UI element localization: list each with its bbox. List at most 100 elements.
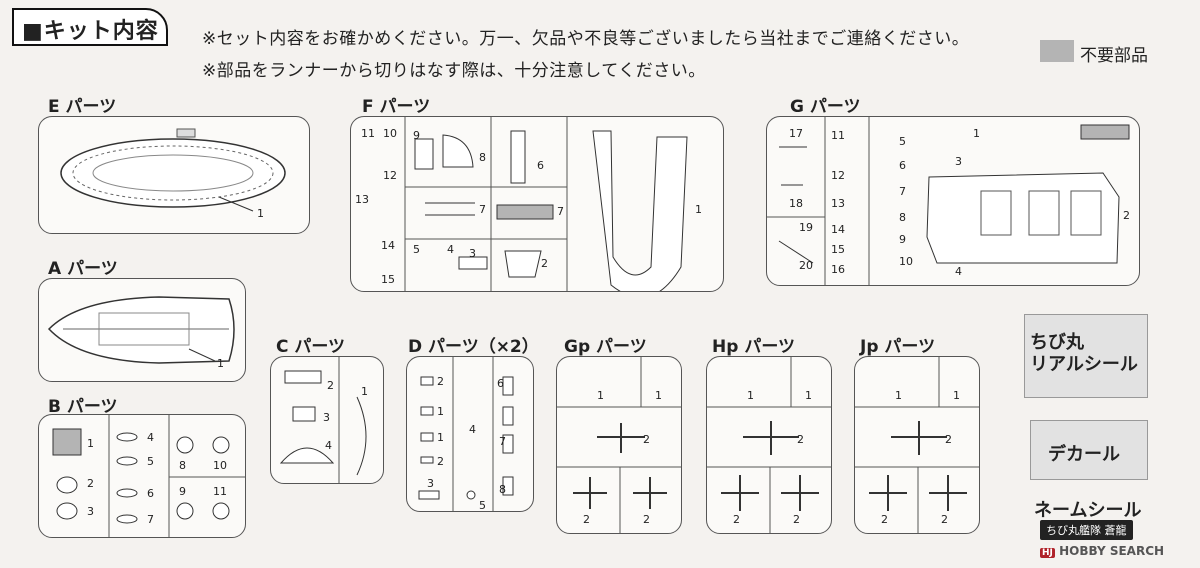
- f-part-number: 7: [557, 205, 564, 218]
- f-part-number: 11: [361, 127, 375, 140]
- b-part-number: 8: [179, 459, 186, 472]
- g-part-number: 15: [831, 243, 845, 256]
- f-part-number: 12: [383, 169, 397, 182]
- g-part-number: 2: [1123, 209, 1130, 222]
- f-part-number: 5: [413, 243, 420, 256]
- c-parts-drawing: [279, 357, 367, 483]
- g-parts-title: G パーツ: [790, 97, 861, 117]
- c-part-number: 3: [323, 411, 330, 424]
- b-part-number: 4: [147, 431, 154, 444]
- g-parts-drawing: [767, 117, 1130, 285]
- hp-parts-drawing: [707, 357, 831, 533]
- jp-parts-drawing: [855, 357, 979, 533]
- b-parts-drawing: [52, 415, 245, 537]
- f-parts-title: F パーツ: [362, 97, 431, 117]
- g-part-number: 13: [831, 197, 845, 210]
- g-part-number: 14: [831, 223, 845, 236]
- gp-parts-sheet: 1 1 2 2 2: [556, 356, 682, 534]
- gp-parts-title: Gp パーツ: [564, 337, 647, 357]
- b-part-number: 2: [87, 477, 94, 490]
- gp-part-number: 2: [643, 513, 650, 526]
- d-parts-title: D パーツ（×2）: [408, 337, 539, 357]
- jp-part-number: 2: [945, 433, 952, 446]
- f-part-number: 10: [383, 127, 397, 140]
- g-part-number: 7: [899, 185, 906, 198]
- g-part-number: 17: [789, 127, 803, 140]
- gp-part-number: 1: [655, 389, 662, 402]
- c-parts-sheet: 2 3 4 1: [270, 356, 384, 484]
- c-part-number: 1: [361, 385, 368, 398]
- g-part-number: 12: [831, 169, 845, 182]
- unused-part-label: 不要部品: [1080, 46, 1148, 66]
- e-parts-sheet: 1: [38, 116, 310, 234]
- b-part-number: 1: [87, 437, 94, 450]
- b-part-number: 7: [147, 513, 154, 526]
- note-cut-carefully: ※部品をランナーから切りはなす際は、十分注意してください。: [202, 61, 706, 81]
- f-part-number: 8: [479, 151, 486, 164]
- f-part-number: 15: [381, 273, 395, 286]
- d-parts-drawing: [418, 357, 514, 511]
- name-badge: ちび丸艦隊 蒼龍: [1040, 520, 1133, 540]
- g-part-number: 11: [831, 129, 845, 142]
- hp-part-number: 2: [797, 433, 804, 446]
- f-part-number: 14: [381, 239, 395, 252]
- g-part-number: 10: [899, 255, 913, 268]
- d-parts-sheet: 2 1 1 2 3 4 5 6 7 8: [406, 356, 534, 512]
- kit-contents-title: ■キット内容: [12, 8, 168, 46]
- gp-part-number: 1: [597, 389, 604, 402]
- f-part-number: 9: [413, 129, 420, 142]
- e-parts-drawing: [60, 128, 286, 212]
- d-part-number: 5: [479, 499, 486, 512]
- g-part-number: 18: [789, 197, 803, 210]
- gp-parts-drawing: [557, 357, 681, 533]
- b-parts-sheet: 1 2 3 4 5 6 7 8 10 9 11: [38, 414, 246, 538]
- unused-part-swatch: [1040, 40, 1074, 62]
- d-part-number: 1: [437, 431, 444, 444]
- d-part-number: 3: [427, 477, 434, 490]
- d-part-number: 6: [497, 377, 504, 390]
- d-part-number: 2: [437, 375, 444, 388]
- g-part-number: 20: [799, 259, 813, 272]
- a-part-number: 1: [217, 357, 224, 370]
- g-part-number: 16: [831, 263, 845, 276]
- f-parts-drawing: [404, 117, 688, 291]
- b-part-number: 5: [147, 455, 154, 468]
- b-part-number: 11: [213, 485, 227, 498]
- f-part-number: 4: [447, 243, 454, 256]
- e-part-number: 1: [257, 207, 264, 220]
- hp-part-number: 2: [733, 513, 740, 526]
- f-part-number: 3: [469, 247, 476, 260]
- hp-part-number: 2: [793, 513, 800, 526]
- jp-part-number: 2: [881, 513, 888, 526]
- g-part-number: 4: [955, 265, 962, 278]
- watermark: HJ HOBBY SEARCH: [1040, 544, 1164, 558]
- watermark-logo: HJ: [1040, 548, 1055, 558]
- a-parts-drawing: [47, 296, 235, 364]
- f-part-number: 7: [479, 203, 486, 216]
- g-part-number: 1: [973, 127, 980, 140]
- b-part-number: 3: [87, 505, 94, 518]
- f-part-number: 1: [695, 203, 702, 216]
- a-parts-title: A パーツ: [48, 259, 118, 279]
- b-part-number: 9: [179, 485, 186, 498]
- decal-sheet: [1030, 420, 1148, 480]
- gp-part-number: 2: [643, 433, 650, 446]
- gp-part-number: 2: [583, 513, 590, 526]
- jp-part-number: 2: [941, 513, 948, 526]
- real-seal-label: ちび丸 リアルシール: [1030, 332, 1138, 375]
- jp-parts-sheet: 1 1 2 2 2: [854, 356, 980, 534]
- d-part-number: 2: [437, 455, 444, 468]
- watermark-text: HOBBY SEARCH: [1059, 544, 1165, 558]
- real-seal-sheet: [1024, 314, 1148, 398]
- d-part-number: 4: [469, 423, 476, 436]
- b-parts-title: B パーツ: [48, 397, 118, 417]
- f-part-number: 6: [537, 159, 544, 172]
- c-part-number: 2: [327, 379, 334, 392]
- g-parts-sheet: 17 18 19 20 11 12 13 14 15 16 5 6 7 8 9 …: [766, 116, 1140, 286]
- jp-part-number: 1: [895, 389, 902, 402]
- g-part-number: 9: [899, 233, 906, 246]
- name-seal-label: ネームシール: [1034, 500, 1142, 521]
- d-part-number: 7: [499, 435, 506, 448]
- c-part-number: 4: [325, 439, 332, 452]
- f-part-number: 2: [541, 257, 548, 270]
